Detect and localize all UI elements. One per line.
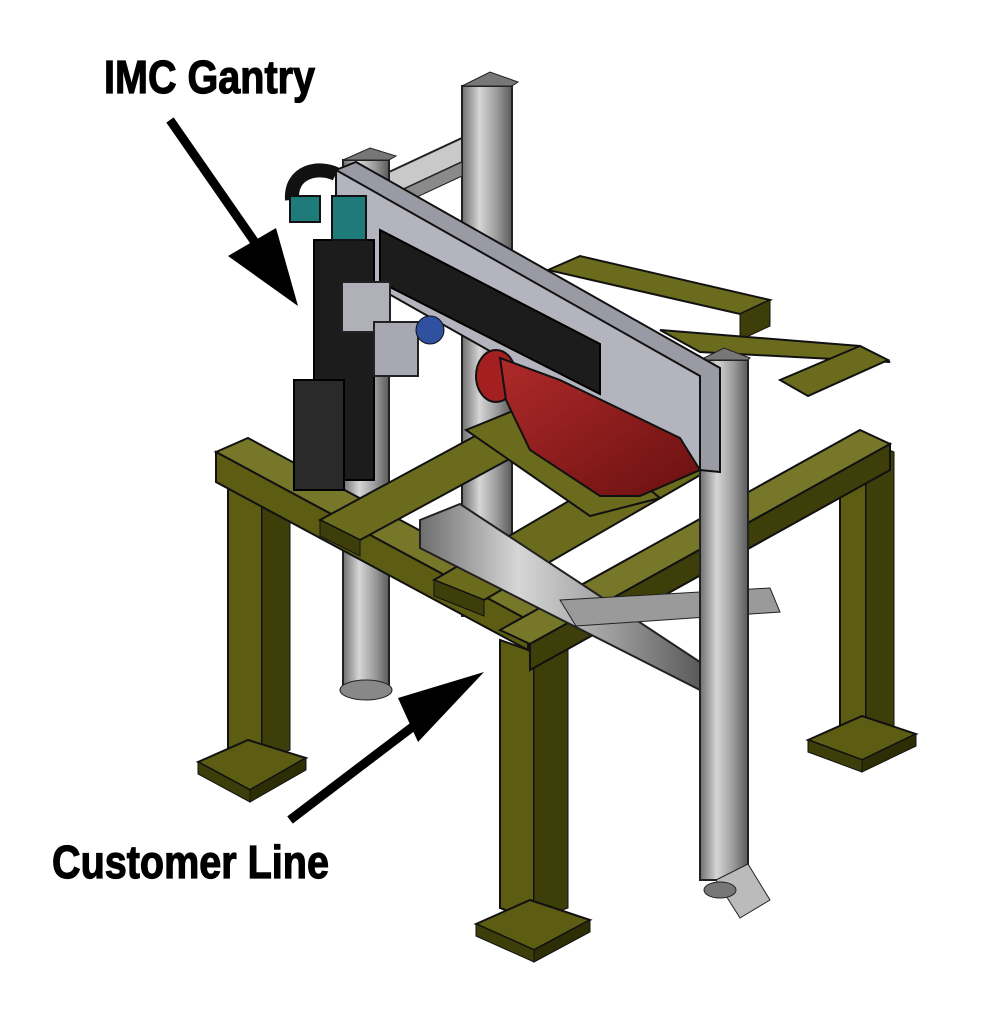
gantry-label: IMC Gantry (103, 50, 316, 103)
arrow-to-gantry (166, 117, 298, 306)
red-gripper (475, 349, 702, 497)
customer-line-label: Customer Line (51, 835, 329, 888)
motor-assembly (285, 163, 367, 241)
gantry-beam (335, 160, 721, 474)
frame-legs (195, 438, 919, 963)
arrow-to-customer-line (287, 672, 484, 824)
vertical-carriage (293, 239, 445, 491)
